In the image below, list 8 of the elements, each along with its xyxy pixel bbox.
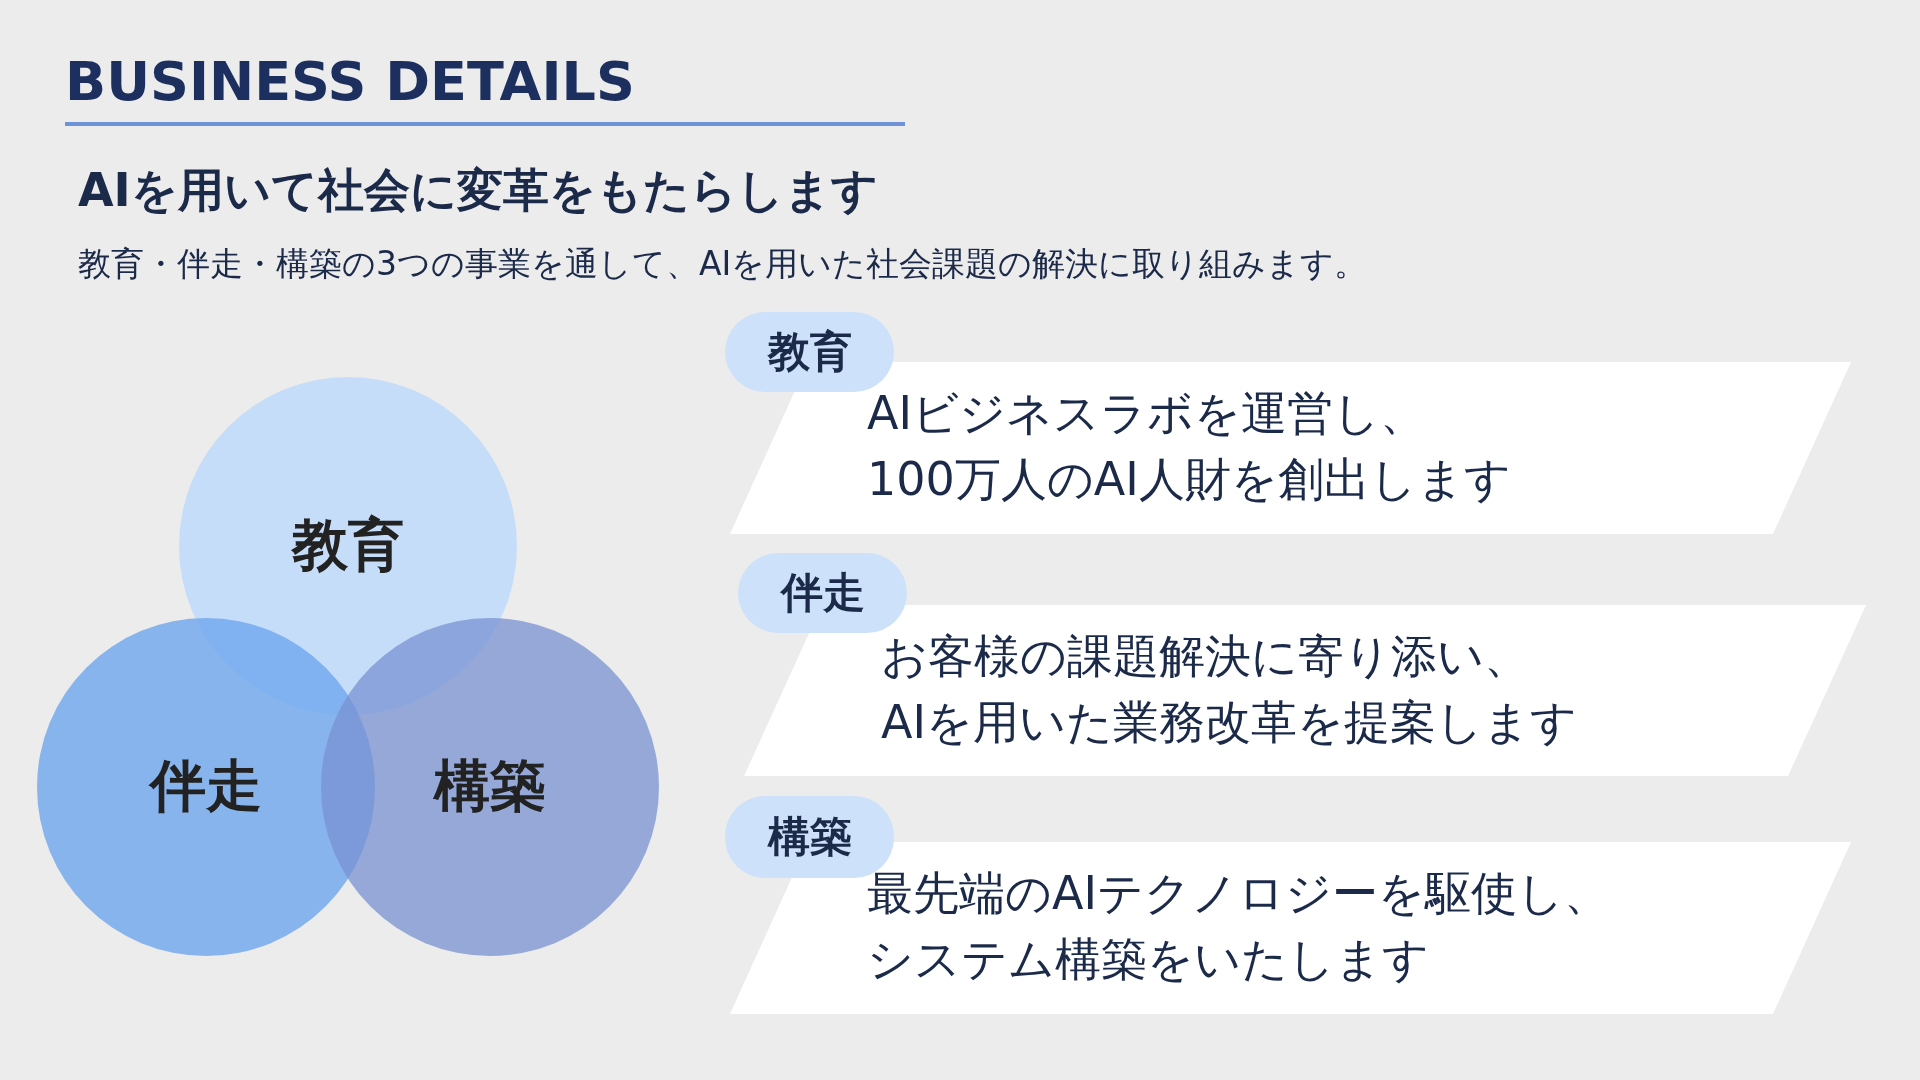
- circle-label: 構築: [434, 752, 546, 820]
- circle-label: 伴走: [150, 752, 262, 820]
- circle-label: 教育: [292, 511, 404, 579]
- title: BUSINESS DETAILS: [65, 50, 635, 113]
- category-tag: 伴走: [738, 553, 907, 633]
- category-tag: 教育: [725, 312, 894, 392]
- description: 教育・伴走・構築の3つの事業を通して、AIを用いた社会課題の解決に取り組みます。: [78, 243, 1368, 285]
- heading: AIを用いて社会に変革をもたらします: [78, 162, 878, 219]
